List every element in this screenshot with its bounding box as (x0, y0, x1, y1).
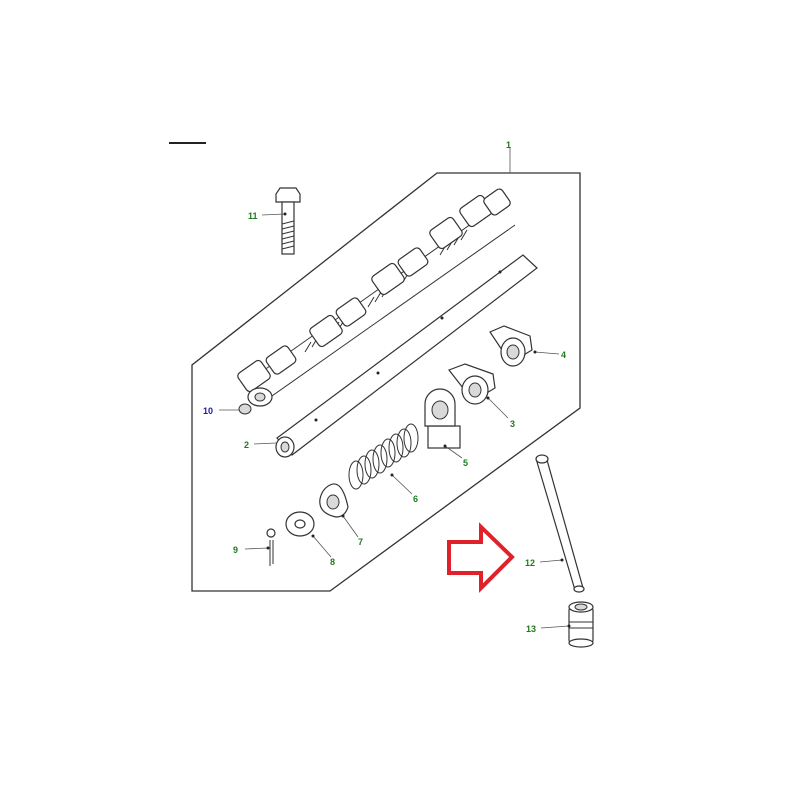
pedestal-bracket (424, 388, 461, 449)
right-arrow-outline-icon (447, 522, 515, 593)
leader-6 (391, 474, 413, 495)
callout-8: 8 (330, 557, 335, 567)
leader-12 (539, 559, 563, 563)
coil-spring (348, 423, 419, 490)
tappet (568, 601, 594, 648)
leader-9 (244, 547, 269, 550)
rocker-arm-3 (448, 363, 496, 405)
assembly-outline (191, 172, 581, 592)
push-rod (535, 454, 585, 593)
leader-13 (540, 625, 570, 629)
callout-9: 9 (233, 545, 238, 555)
split-pin (266, 528, 276, 566)
leader-4 (534, 351, 560, 355)
leader-8 (312, 535, 332, 558)
callout-12: 12 (525, 558, 535, 568)
rocker-shaft (275, 254, 538, 458)
callout-7: 7 (358, 537, 363, 547)
plain-washer (285, 511, 315, 537)
callout-4: 4 (561, 350, 566, 360)
callout-2: 2 (244, 440, 249, 450)
leader-3 (487, 397, 509, 419)
leader-2 (253, 442, 277, 445)
callout-13: 13 (526, 624, 536, 634)
callout-5: 5 (463, 458, 468, 468)
tab-washer (319, 483, 349, 518)
callout-3: 3 (510, 419, 515, 429)
rocker-shaft-assembly (237, 188, 516, 407)
leader-7 (342, 515, 359, 538)
rocker-arm-4 (489, 325, 533, 367)
callout-1: 1 (506, 140, 511, 150)
shaft-plug (238, 403, 252, 415)
bolt (275, 187, 301, 255)
callout-10: 10 (203, 406, 213, 416)
leader-11 (261, 213, 286, 216)
callout-11: 11 (248, 211, 258, 221)
leader-5 (444, 445, 463, 459)
callout-6: 6 (413, 494, 418, 504)
